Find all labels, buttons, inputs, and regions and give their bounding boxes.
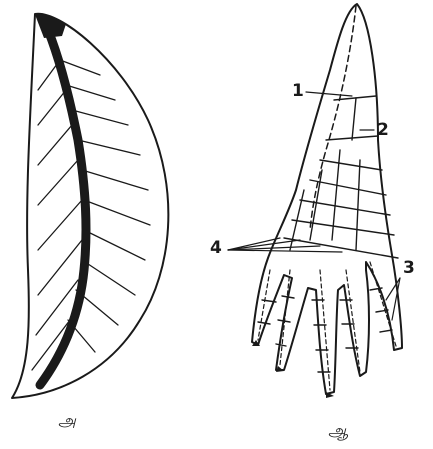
fin-axis-light	[40, 30, 86, 385]
label-1: 1	[292, 83, 304, 100]
limb-outline	[252, 4, 402, 394]
fin-drawing	[12, 8, 168, 398]
caption-right: ஆ	[328, 423, 348, 439]
fin-basal-plate	[34, 8, 68, 38]
label-3: 3	[403, 260, 415, 277]
label-2: 2	[377, 122, 389, 139]
limb-drawing	[228, 4, 402, 398]
label-4: 4	[210, 240, 222, 257]
caption-left: அ	[58, 413, 76, 429]
fin-radials	[32, 60, 150, 370]
